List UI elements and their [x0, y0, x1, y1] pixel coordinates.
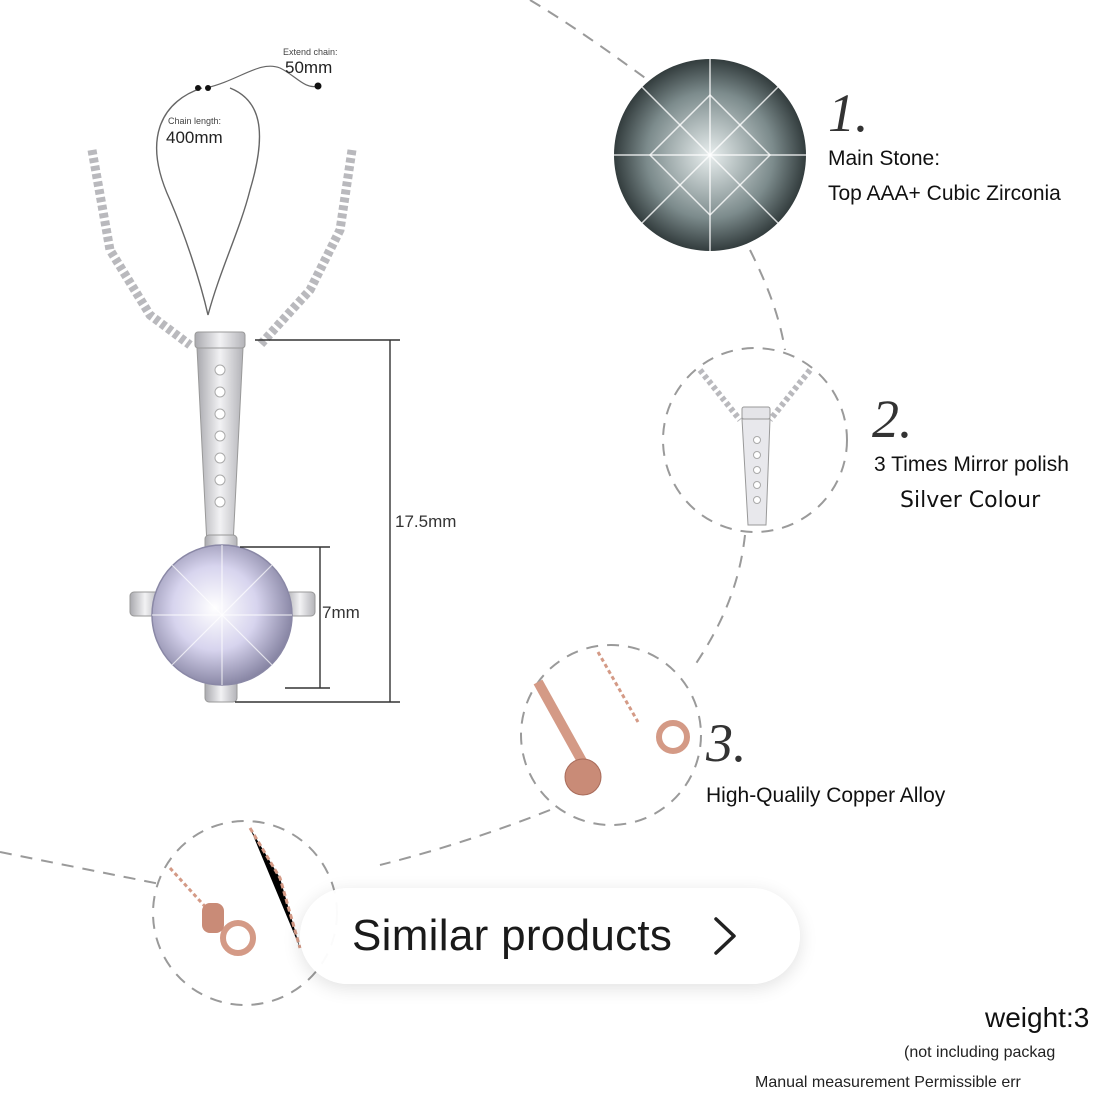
- feature-1-title: Main Stone:: [828, 147, 941, 170]
- extend-chain-label: Extend chain:: [283, 47, 338, 57]
- weight-label: weight:3: [985, 1002, 1090, 1033]
- feature-3-number: 3.: [706, 713, 747, 773]
- feature-2-number: 2.: [872, 389, 913, 449]
- necklace-chain-diagram: [87, 65, 357, 349]
- copper-alloy-image: [520, 644, 702, 826]
- feature-2-detail: Silver Colour: [900, 488, 1041, 513]
- mirror-polish-image: [662, 347, 848, 533]
- similar-products-button[interactable]: Similar products: [300, 888, 800, 984]
- extend-chain-value: 50mm: [285, 58, 333, 77]
- similar-products-label: Similar products: [352, 911, 673, 960]
- feature-1-detail: Top AAA+ Cubic Zirconia: [828, 182, 1061, 205]
- measurement-note: Manual measurement Permissible err: [755, 1074, 1021, 1091]
- main-stone-image: [614, 59, 806, 251]
- weight-note: (not including packag: [904, 1044, 1056, 1061]
- pendant-height-label: 17.5mm: [395, 512, 457, 531]
- pendant-image: [129, 331, 400, 703]
- feature-1-number: 1.: [828, 83, 869, 143]
- chain-length-value: 400mm: [166, 128, 223, 147]
- chain-length-label: Chain length:: [168, 116, 222, 126]
- feature-2-title: 3 Times Mirror polish: [874, 453, 1069, 476]
- chevron-right-icon: [714, 917, 736, 955]
- stone-size-label: 7mm: [322, 603, 360, 622]
- feature-3-title: High-Qualily Copper Alloy: [706, 784, 946, 807]
